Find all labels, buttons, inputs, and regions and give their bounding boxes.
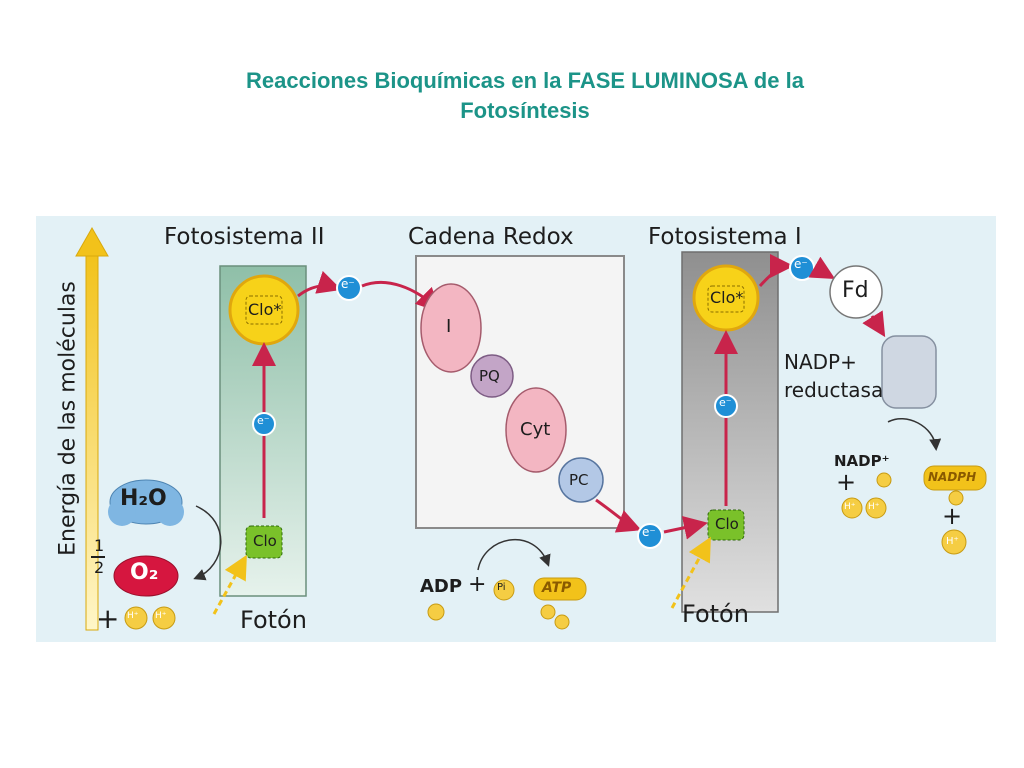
chain-electron-out-label: e⁻ (642, 525, 656, 539)
half-denominator: 2 (94, 558, 105, 577)
adp-label: ADP (420, 576, 463, 597)
fd-circle (829, 265, 883, 319)
title-line-2: Fotosíntesis (460, 98, 590, 123)
nadp-reaction-arrow (887, 417, 942, 451)
energy-axis-arrow (75, 226, 109, 631)
ps1-electron-label: e⁻ (719, 396, 732, 409)
ps1-clo-excited-label: Clo* (710, 288, 744, 307)
carrier-cyt-label: Cyt (520, 419, 551, 440)
ps1-photon-label: Fotón (682, 600, 749, 628)
nadp-h-2-label: H⁺ (868, 502, 880, 512)
atp-reaction-arrow (477, 539, 551, 571)
ps1-clo (707, 509, 745, 541)
reductase-label-2: reductasa (784, 378, 884, 402)
atp-shape (533, 577, 587, 601)
ps2-header: Fotosistema II (164, 224, 325, 250)
photon-arrow-ps1 (670, 536, 711, 609)
ps2-clo-excited-label: Clo* (248, 300, 282, 319)
ps2-photon-label: Fotón (240, 606, 307, 634)
o2-blob (113, 555, 179, 597)
nadp-plus-sign: + (836, 468, 857, 496)
nadp-h-2 (865, 497, 887, 519)
carrier-i-label: I (446, 316, 452, 337)
h-plus-2-label: H⁺ (155, 611, 167, 621)
atp-label: ATP (542, 580, 572, 596)
ps1-clo-label: Clo (715, 515, 739, 533)
carrier-pq-label: PQ (479, 367, 500, 385)
carrier-cyt (505, 387, 567, 473)
title-line-1: Reacciones Bioquímicas en la FASE LUMINO… (246, 68, 804, 93)
o2-label: O₂ (130, 560, 159, 585)
ps1-electron-out-label: e⁻ (794, 257, 808, 271)
carrier-pc (558, 457, 604, 503)
nadph-h (941, 529, 967, 555)
nadph-h-label: H⁺ (946, 536, 959, 547)
ps2-clo-label: Clo (253, 532, 277, 550)
photon-arrow-ps2 (212, 554, 247, 615)
ps1-electron (714, 394, 738, 418)
h-plus-2 (152, 606, 176, 630)
pi-label: Pi (497, 582, 506, 593)
nadph-plus-sign: + (942, 502, 963, 530)
light-phase-diagram: Energía de las moléculas Fotosistema II … (36, 216, 996, 642)
chain-electron-in (336, 275, 362, 301)
h-plus-1-label: H⁺ (127, 611, 139, 621)
fd-label: Fd (842, 278, 869, 303)
ps2-plus-sign: + (96, 602, 120, 635)
half-numerator: 1 (94, 536, 105, 555)
chain-electron-out (637, 523, 663, 549)
water-split-arrow (193, 505, 222, 581)
diagram-graphics (75, 226, 987, 631)
nadp-plus-label: NADP⁺ (834, 452, 890, 470)
pi-circle (493, 579, 515, 601)
redox-header: Cadena Redox (408, 224, 574, 250)
nadp-h-1 (841, 497, 863, 519)
ps2-clo (245, 525, 283, 559)
slide-title: Reacciones Bioquímicas en la FASE LUMINO… (100, 66, 950, 126)
h-plus-1 (124, 606, 148, 630)
nadph-shape (923, 465, 987, 491)
nadp-reductase-box (881, 335, 937, 409)
ps1-header: Fotosistema I (648, 224, 802, 250)
h2o-label: H₂O (120, 486, 167, 511)
half-fraction-bar (91, 556, 105, 558)
reductase-label-1: NADP+ (784, 350, 857, 374)
ps2-electron (252, 412, 276, 436)
nadph-label: NADPH (928, 470, 977, 484)
atp-plus-sign: + (468, 572, 487, 597)
ps2-to-chain-arrow (297, 270, 342, 298)
ps1-to-fd-arrow (758, 254, 794, 287)
chain-electron-in-label: e⁻ (341, 277, 355, 291)
chain-to-ps1-arrow (595, 498, 642, 533)
ps2-electron-label: e⁻ (257, 414, 270, 427)
nadp-h-1-label: H⁺ (844, 502, 856, 512)
carrier-i (420, 283, 482, 373)
carrier-pc-label: PC (569, 471, 589, 489)
energy-axis-label: Energía de las moléculas (55, 281, 81, 556)
carrier-pq (470, 354, 514, 398)
